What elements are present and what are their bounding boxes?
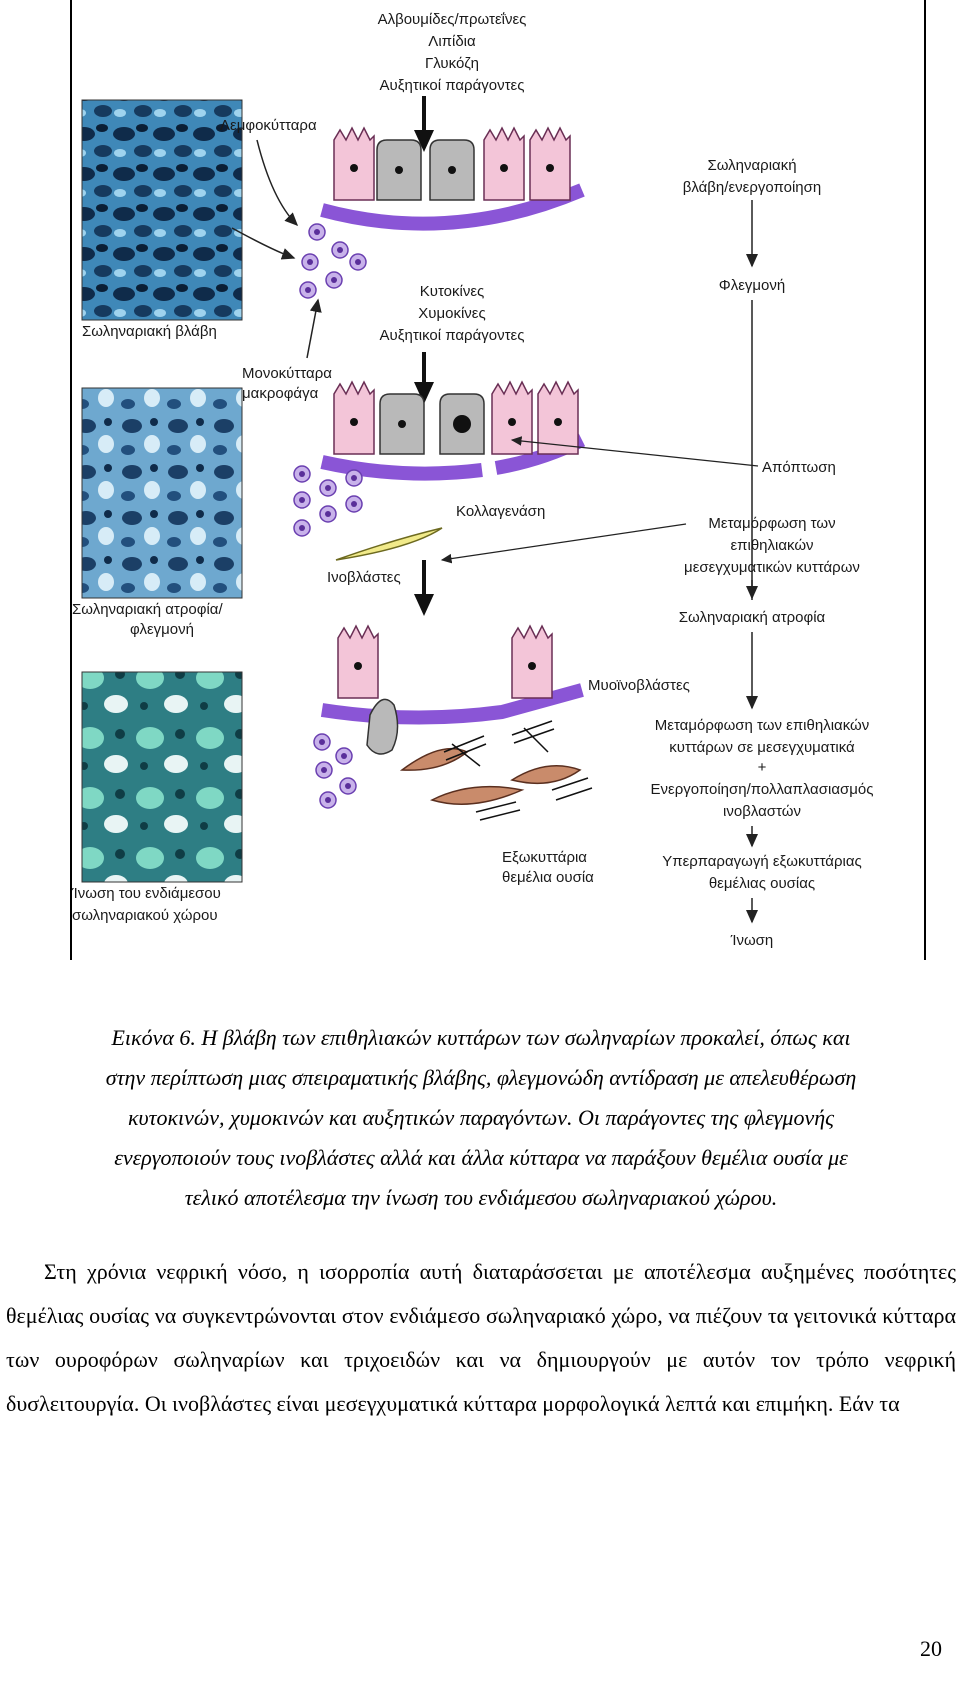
flow-fibrosis: Ίνωση [730,932,774,949]
pathophysiology-diagram: Σωληναριακή βλάβη Σωληναριακή ατροφία/ φ… [72,11,874,949]
input-label: Αυξητικοί παράγοντες [380,77,525,94]
transforming-cell [366,698,399,755]
micrograph-3-label: Ίνωση του ενδιάμεσου [72,885,221,902]
flow-damage: βλάβη/ενεργοποίηση [683,179,822,196]
basement-membrane [320,683,584,725]
micrograph-2 [81,387,243,599]
monocytes-label: Μονοκύτταρα [242,365,332,382]
micrograph-2-label: Σωληναριακή ατροφία/ [72,601,223,618]
micrograph-1-label: Σωληναριακή βλάβη [82,323,217,340]
input-label: Λιπίδια [428,33,476,50]
body-paragraph: Στη χρόνια νεφρική νόσο, η ισορροπία αυτ… [6,1259,956,1416]
figure: Σωληναριακή βλάβη Σωληναριακή ατροφία/ φ… [70,0,926,960]
lymphocytes-label: Λεμφοκύτταρα [220,117,317,134]
cytokines-label: Χυμοκίνες [418,305,485,322]
caption-line: τελικό αποτέλεσμα την ίνωση του ενδιάμεσ… [184,1185,778,1210]
myofibroblasts-label: Μυοϊνοβλάστες [588,677,690,694]
flow-overproduction: Υπερπαραγωγή εξωκυττάριας [662,853,862,870]
micrograph-3-label: σωληναριακού χώρου [72,907,218,924]
flow-apoptosis: Απόπτωση [762,459,836,476]
input-label: Γλυκόζη [425,55,479,72]
page-number: 20 [920,1636,942,1661]
myofibroblast-cell [510,765,582,785]
flow-damage: Σωληναριακή [707,157,796,174]
flow-overproduction: θεμέλιας ουσίας [709,875,815,892]
flow-emt: Μεταμόρφωση των [708,515,835,532]
figure-caption: Εικόνα 6. Η βλάβη των επιθηλιακών κυττάρ… [14,1018,948,1218]
input-label: Αλβουμίδες/πρωτεΐνες [378,11,527,28]
collagenase-label: Κολλαγενάση [456,503,545,520]
flow-atrophy: Σωληναριακή ατροφία [679,609,826,626]
monocytes-label: μακροφάγα [242,385,319,402]
ecm-label: θεμέλια ουσία [502,869,594,886]
cytokines-label: Αυξητικοί παράγοντες [380,327,525,344]
caption-line: στην περίπτωση μιας σπειραματικής βλάβης… [105,1065,857,1090]
cytokines-label: Κυτοκίνες [420,283,485,300]
basement-membrane [320,183,585,231]
flow-emt2: Μεταμόρφωση των επιθηλιακών [655,717,869,734]
flow-emt2: ινοβλαστών [723,803,801,820]
caption-line: κυτοκινών, χυμοκινών και αυξητικών παραγ… [127,1105,835,1130]
micrograph-1 [81,99,243,321]
flow-emt: μεσεγχυματικών κυττάρων [684,559,860,576]
myofibroblast-cell [399,747,469,771]
micrograph-3 [81,671,243,883]
fibroblast-cell [335,527,443,561]
flow-emt2: κυττάρων σε μεσεγχυματικά [669,739,855,756]
myofibroblast-cell [429,785,525,805]
fibroblasts-label: Ινοβλάστες [327,569,401,586]
flow-emt2: + [758,759,767,776]
micrograph-2-label: φλεγμονή [130,621,194,638]
flow-emt2: Ενεργοποίηση/πολλαπλασιασμός [651,781,874,798]
caption-line: ενεργοποιούν τους ινοβλάστες αλλά και άλ… [114,1145,848,1170]
flow-emt: επιθηλιακών [730,537,813,554]
ecm-label: Εξωκυττάρια [502,849,587,866]
caption-line: Εικόνα 6. Η βλάβη των επιθηλιακών κυττάρ… [111,1025,851,1050]
collagen-fibers [443,720,593,821]
flow-inflammation: Φλεγμονή [719,277,785,294]
